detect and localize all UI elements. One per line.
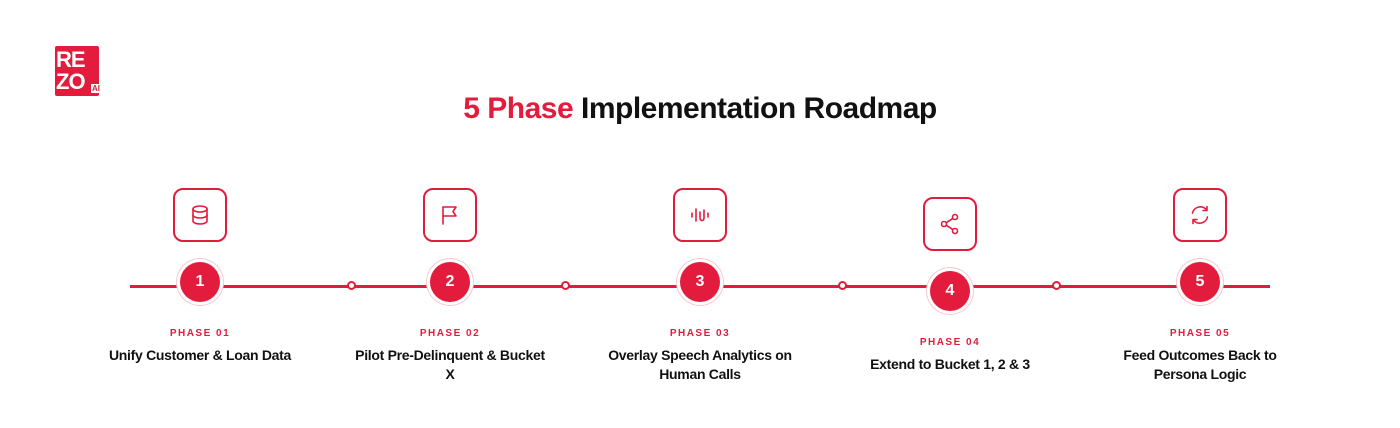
refresh-icon [1191,205,1209,225]
logo-text-line1: RE [56,47,86,72]
phase-1-title: Unify Customer & Loan Data [108,347,291,363]
phase-5-label: PHASE 05 [1169,328,1231,339]
timeline-connector-dot [561,281,570,290]
phase-1-icon-box [173,188,227,242]
audio-wave-icon [691,208,709,222]
phase-4-label: PHASE 04 [919,337,981,348]
phase-4-title: Extend to Bucket 1, 2 & 3 [870,356,1030,372]
phase-5-number: 5 [1180,262,1220,302]
phase-3-icon-box [673,188,727,242]
phase-3-label: PHASE 03 [669,328,731,339]
flag-icon [442,206,457,225]
title-rest: Implementation Roadmap [581,92,937,125]
phase-5-title: Feed Outcomes Back to Persona Logic [1123,347,1277,382]
phase-1-label: PHASE 01 [169,328,231,339]
phase-3-title: Overlay Speech Analytics on Human Calls [608,347,792,382]
brand-logo: RE ZO AI [55,46,101,98]
timeline-connector-dot [1052,281,1061,290]
page-title: 5 Phase Implementation Roadmap [0,92,1400,126]
phase-4-icon-box [923,197,977,251]
database-icon [192,205,208,225]
logo-text-line2: ZO [56,69,86,94]
share-icon [940,213,959,235]
phase-3-number: 3 [680,262,720,302]
phase-4-number: 4 [930,271,970,311]
phase-2-icon-box [423,188,477,242]
logo-suffix: AI [91,84,101,93]
timeline-connector-dot [838,281,847,290]
timeline-connector-dot [347,281,356,290]
phase-5-icon-box [1173,188,1227,242]
phase-2-label: PHASE 02 [419,328,481,339]
phase-2-title: Pilot Pre-Delinquent & Bucket X [355,347,545,382]
phase-2-number: 2 [430,262,470,302]
phase-1-number: 1 [180,262,220,302]
title-accent: 5 Phase [463,92,574,125]
